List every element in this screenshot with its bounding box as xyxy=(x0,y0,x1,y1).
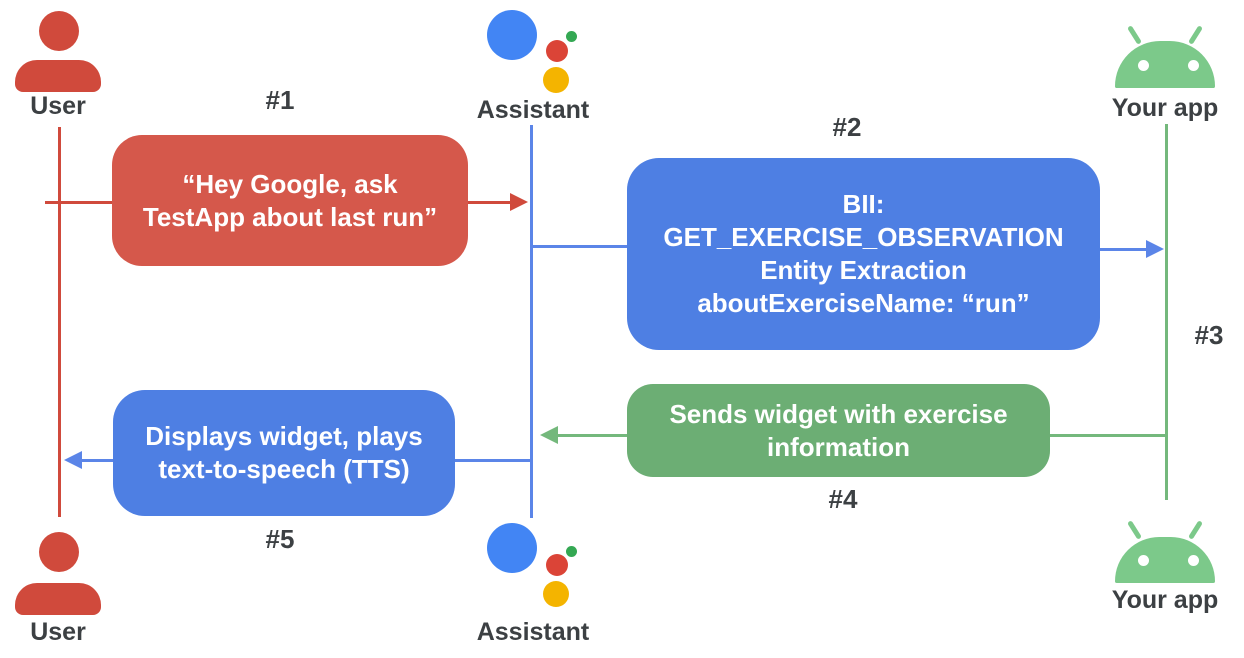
user-body-icon xyxy=(15,60,101,92)
message-4-arrow-line xyxy=(558,434,627,437)
user-label-top: User xyxy=(30,92,86,120)
message-1-text: “Hey Google, ask xyxy=(182,168,398,199)
message-4-box: Sends widget with exercise information xyxy=(627,384,1050,477)
assistant-red-circle-icon xyxy=(546,40,568,62)
assistant-blue-circle-icon xyxy=(487,523,537,573)
android-dome-icon xyxy=(1115,41,1215,88)
assistant-label-bottom: Assistant xyxy=(476,618,590,646)
message-2-text: GET_EXERCISE_OBSERVATION xyxy=(663,222,1064,252)
step-3-label: #3 xyxy=(1194,320,1224,350)
android-eye-left-icon xyxy=(1138,555,1149,566)
message-1-text: TestApp about last run” xyxy=(142,201,438,232)
message-5-box: Displays widget, plays text-to-speech (T… xyxy=(113,390,455,516)
step-1-label: #1 xyxy=(265,85,295,115)
assistant-logo-top xyxy=(480,8,590,98)
assistant-blue-circle-icon xyxy=(487,10,537,60)
message-5-arrowhead xyxy=(64,451,82,469)
android-eye-left-icon xyxy=(1138,60,1149,71)
message-1-arrow-line xyxy=(468,201,512,204)
your-app-lifeline xyxy=(1165,124,1168,500)
message-2-arrow-line xyxy=(1100,248,1148,251)
message-4-text: information xyxy=(767,431,910,462)
assistant-green-dot-icon xyxy=(566,546,577,557)
assistant-label-top: Assistant xyxy=(476,96,590,124)
user-head-icon xyxy=(39,11,79,51)
user-lifeline xyxy=(58,127,61,517)
message-2-text: Entity Extraction xyxy=(760,255,967,285)
assistant-lifeline xyxy=(530,125,533,518)
message-1-arrowhead xyxy=(510,193,528,211)
assistant-red-circle-icon xyxy=(546,554,568,576)
user-icon-top xyxy=(10,8,106,98)
assistant-yellow-circle-icon xyxy=(543,67,569,93)
message-4-connector xyxy=(1050,434,1165,437)
message-2-connector xyxy=(533,245,627,248)
android-antenna-left-icon xyxy=(1127,25,1142,45)
message-5-text: text-to-speech (TTS) xyxy=(158,454,410,484)
message-4-arrowhead xyxy=(540,426,558,444)
android-icon-top xyxy=(1110,22,1220,90)
user-label-bottom: User xyxy=(30,618,86,646)
message-2-text: BII: xyxy=(842,189,885,219)
message-2-box: BII: GET_EXERCISE_OBSERVATION Entity Ext… xyxy=(627,158,1100,350)
assistant-logo-bottom xyxy=(480,520,590,612)
android-eye-right-icon xyxy=(1188,555,1199,566)
android-dome-icon xyxy=(1115,537,1215,583)
assistant-green-dot-icon xyxy=(566,31,577,42)
user-head-icon xyxy=(39,532,79,572)
android-eye-right-icon xyxy=(1188,60,1199,71)
message-2-arrowhead xyxy=(1146,240,1164,258)
step-2-label: #2 xyxy=(832,112,862,142)
assistant-yellow-circle-icon xyxy=(543,581,569,607)
android-antenna-right-icon xyxy=(1188,520,1203,540)
message-5-text: Displays widget, plays xyxy=(145,421,423,451)
message-5-arrow-line xyxy=(82,459,113,462)
user-body-icon xyxy=(15,583,101,615)
message-1-box: “Hey Google, ask TestApp about last run” xyxy=(112,135,468,266)
android-icon-bottom xyxy=(1110,514,1220,583)
message-1-connector xyxy=(45,201,112,204)
your-app-label-top: Your app xyxy=(1111,94,1219,122)
your-app-label-bottom: Your app xyxy=(1111,586,1219,614)
user-icon-bottom xyxy=(10,530,106,620)
message-4-text: Sends widget with exercise xyxy=(669,398,1008,429)
message-2-text: aboutExerciseName: “run” xyxy=(697,288,1030,318)
message-5-connector xyxy=(455,459,531,462)
android-antenna-left-icon xyxy=(1127,520,1142,540)
android-antenna-right-icon xyxy=(1188,25,1203,45)
step-5-label: #5 xyxy=(265,524,295,554)
step-4-label: #4 xyxy=(828,484,858,514)
